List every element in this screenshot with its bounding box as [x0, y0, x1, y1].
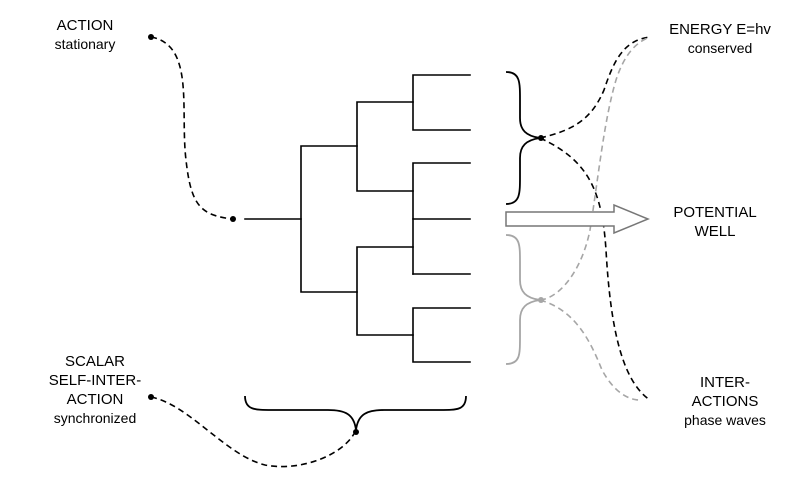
tree-lower-split — [356, 246, 414, 336]
energy-subtitle: conserved — [687, 40, 753, 56]
potential-line-2: WELL — [694, 223, 736, 240]
upper-right-brace — [505, 71, 541, 205]
energy-connector-gray — [539, 36, 651, 301]
action-connector — [150, 36, 233, 220]
lower-brace-dot — [538, 297, 544, 303]
scalar-label: SCALAR SELF-INTER- ACTION synchronized — [20, 352, 170, 428]
interactions-connector-gray — [539, 299, 641, 401]
potential-line-1: POTENTIAL — [673, 204, 757, 221]
tree-upper-leaf-pair-2 — [412, 162, 471, 220]
action-dot — [148, 34, 154, 40]
action-subtitle: stationary — [54, 36, 116, 52]
interactions-line-1: INTER- — [700, 374, 750, 391]
energy-title: ENERGY E=hv — [669, 21, 771, 38]
tree-level1-split — [300, 145, 358, 293]
scalar-dot — [148, 394, 154, 400]
interactions-line-3: phase waves — [684, 412, 766, 428]
bottom-brace-dot — [353, 429, 359, 435]
interactions-connector-black — [539, 137, 651, 401]
interactions-label: INTER- ACTIONS phase waves — [655, 373, 795, 430]
potential-well-label: POTENTIAL WELL — [655, 203, 775, 241]
scalar-line-4: synchronized — [53, 410, 137, 426]
action-label: ACTION stationary — [30, 16, 140, 54]
energy-connector — [539, 36, 651, 139]
upper-brace-dot — [538, 135, 544, 141]
scalar-connector — [150, 396, 357, 468]
bottom-brace — [244, 395, 467, 431]
interactions-line-2: ACTIONS — [691, 393, 759, 410]
scalar-line-3: ACTION — [66, 391, 124, 408]
scalar-line-1: SCALAR — [64, 353, 126, 370]
energy-label: ENERGY E=hv conserved — [650, 20, 790, 58]
scalar-line-2: SELF-INTER- — [48, 372, 142, 389]
tree-upper-split — [356, 101, 414, 192]
root-dot — [230, 216, 236, 222]
action-title: ACTION — [56, 17, 114, 34]
lower-right-brace — [505, 234, 541, 365]
tree-upper-leaf-pair-1 — [412, 74, 471, 131]
dendrogram — [244, 74, 471, 363]
tree-lower-leaf-pair-2 — [412, 307, 471, 363]
potential-well-arrow — [505, 203, 650, 235]
